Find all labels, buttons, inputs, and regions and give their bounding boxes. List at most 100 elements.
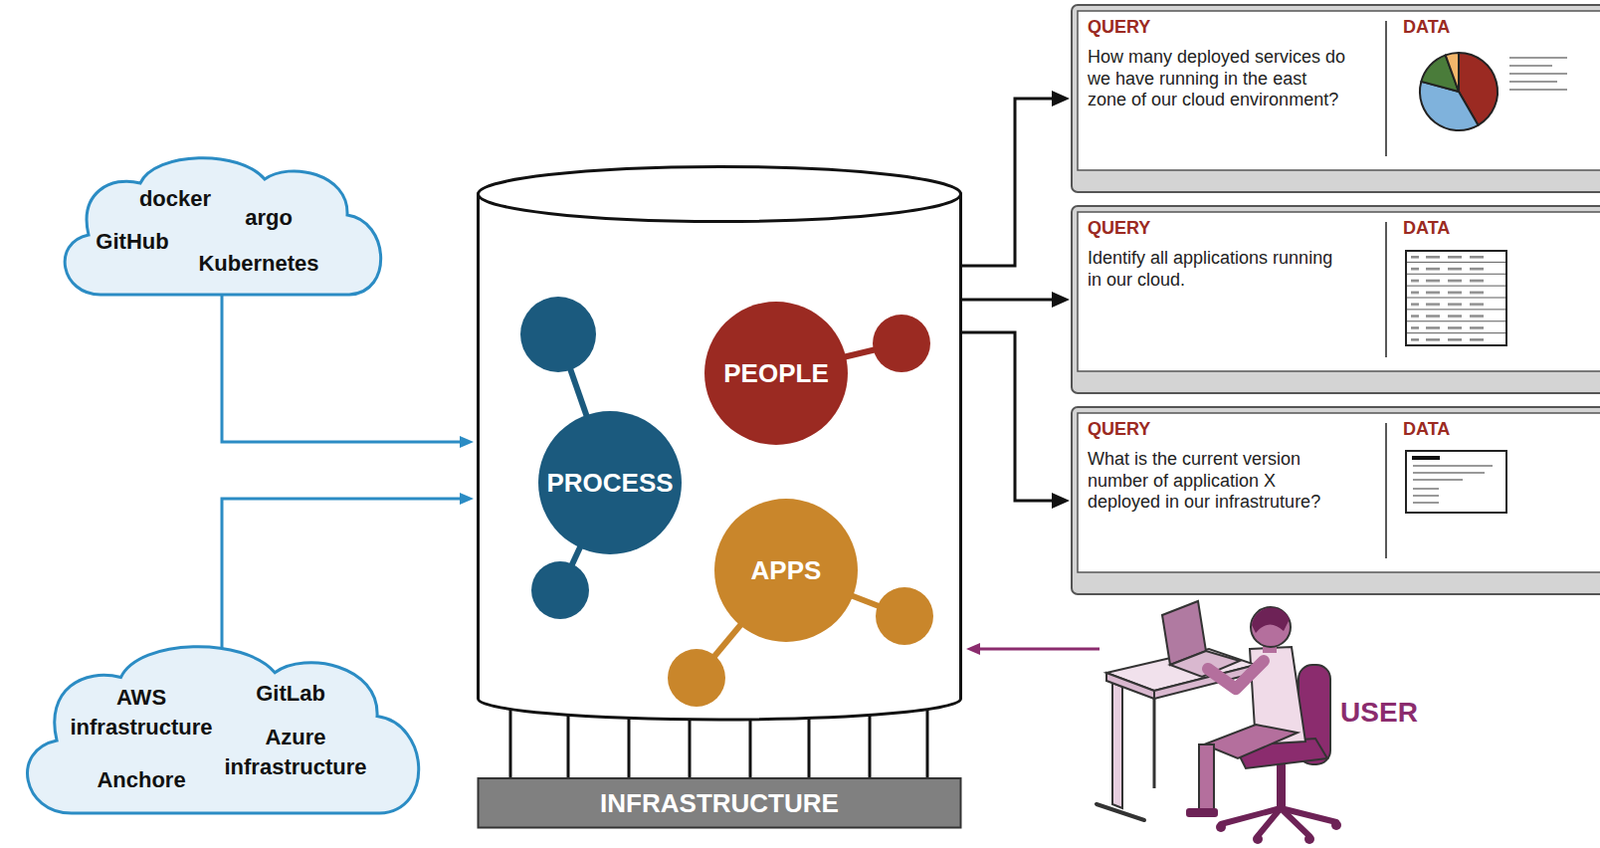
chart-legend-lines-part (1509, 64, 1553, 67)
source-cloud: AWS infrastructureGitLabAzure infrastruc… (9, 640, 434, 818)
person-at-desk-part (1096, 600, 1342, 844)
chart-legend-lines (1509, 57, 1568, 90)
cylinder-outline-part (531, 561, 590, 619)
person-at-desk-part-part (1096, 803, 1145, 820)
table-icon (1405, 250, 1507, 346)
query-text: How many deployed services do we have ru… (1087, 46, 1349, 112)
cloud-outline-part (64, 158, 382, 295)
topic-circle: PROCESS (538, 410, 682, 555)
tool-name: Azure infrastructure (210, 722, 381, 783)
table-icon-part (1405, 250, 1507, 346)
person-at-desk-part-part (1251, 606, 1290, 633)
cylinder-outline-part-part (749, 718, 753, 779)
pie-chart-icon-part (1445, 52, 1459, 92)
tool-name: argo (244, 202, 293, 233)
panel-heading: DATA (1402, 418, 1450, 439)
person-at-desk-part-part (1203, 724, 1298, 759)
query-panel-frame-part (1077, 211, 1600, 372)
query-text: Identify all applications running in our… (1087, 247, 1349, 291)
table-icon-part (1405, 250, 1507, 346)
cylinder-outline-part-part (688, 718, 692, 779)
query-panel-frame-part (1385, 20, 1388, 157)
query-panel-frame (1071, 4, 1600, 595)
chart-legend-lines-part (1509, 72, 1568, 75)
connector-arrow (221, 498, 466, 649)
document-icon-part (1411, 455, 1440, 460)
cylinder-outline-part-part (926, 708, 930, 779)
document-icon (1405, 450, 1507, 513)
circle-label: PEOPLE (723, 358, 828, 389)
panel-heading: QUERY (1087, 217, 1151, 238)
document-icon-part-part (1412, 478, 1463, 481)
cylinder-outline-part-part (807, 717, 811, 779)
person-at-desk-part-part (1106, 672, 1155, 699)
pie-chart-icon-part (1458, 52, 1498, 126)
query-panel-frame-part (1071, 406, 1600, 595)
panel-heading: DATA (1402, 217, 1450, 238)
document-icon-part-part (1412, 501, 1439, 504)
query-panel-frame-part (1071, 205, 1600, 394)
cloud-outline (50, 153, 394, 299)
chart-legend-lines-part (1509, 56, 1568, 59)
person-at-desk-part-part (1186, 807, 1218, 817)
tool-name: AWS infrastructure (56, 682, 226, 743)
person-at-desk-part-part (1331, 819, 1342, 830)
person-at-desk-part-part (1153, 698, 1157, 789)
panel-heading: QUERY (1087, 16, 1151, 37)
cloud-outline-part (27, 646, 419, 813)
person-at-desk-part-part (1252, 833, 1263, 844)
topic-circle: PEOPLE (704, 301, 848, 445)
person-at-desk-part-part (1250, 606, 1291, 647)
query-panel-frame-part (1077, 412, 1600, 573)
query-panel-frame-part (1385, 221, 1388, 358)
tool-name: Kubernetes (198, 248, 319, 279)
query-panel-frame-part (1077, 10, 1600, 171)
panel-heading: DATA (1402, 16, 1450, 37)
query-panel-frame-part (1385, 422, 1388, 559)
connector-arrow (962, 332, 1062, 501)
panel-heading: QUERY (1087, 418, 1151, 439)
cylinder-outline-part (875, 587, 934, 645)
pie-chart-icon (1419, 52, 1498, 131)
database-cylinder: INFRASTRUCTURE PEOPLE PROCESS APPS (476, 165, 963, 829)
chart-legend-lines-part (1509, 80, 1558, 83)
cylinder-outline-part (667, 648, 726, 707)
platform-label: INFRASTRUCTURE (600, 788, 839, 818)
query-panel-frame-part (1071, 4, 1600, 193)
circle-label: APPS (751, 555, 822, 586)
tool-name: Anchore (96, 765, 186, 796)
document-icon-part-part (1412, 471, 1485, 474)
connector-arrow (974, 647, 1100, 651)
query-text: What is the current version number of ap… (1087, 448, 1349, 514)
tool-name: docker (139, 184, 211, 214)
connector-arrow (221, 294, 466, 442)
cylinder-outline-part (478, 167, 962, 222)
cylinder-outline-part (510, 708, 928, 779)
person-at-desk-part-part-part (1280, 807, 1310, 836)
person-at-desk-part-part (1112, 682, 1123, 808)
cylinder-outline-part-part (567, 714, 571, 779)
person-at-desk-part-part (1199, 744, 1214, 810)
document-icon-part-part (1412, 464, 1493, 467)
document-icon-part (1405, 450, 1507, 513)
cylinder-outline-part (478, 778, 962, 828)
person-at-desk-part-part (1276, 762, 1286, 808)
circle-label: PROCESS (546, 467, 673, 498)
document-icon-part-part (1412, 487, 1439, 490)
source-cloud: dockerargoGitHubKubernetes (50, 153, 394, 299)
cylinder-outline-part-part (509, 708, 513, 779)
query-panel: QUERY Identify all applications running i… (1071, 205, 1600, 394)
cylinder-outline-part (872, 314, 931, 373)
query-panel: QUERY What is the current version number … (1071, 406, 1600, 595)
pie-chart-icon-part (1419, 81, 1479, 131)
connector-arrow (962, 98, 1062, 266)
person-at-desk-part-part (1215, 821, 1226, 832)
cylinder-outline-part (478, 194, 962, 720)
topic-circle: APPS (714, 498, 858, 642)
person-at-desk-part-part (1207, 660, 1264, 689)
person-at-desk-part-part (1304, 833, 1315, 844)
document-icon-part-part (1412, 494, 1439, 497)
cylinder-outline-part-part (627, 717, 631, 779)
user-label: USER (1340, 696, 1418, 729)
